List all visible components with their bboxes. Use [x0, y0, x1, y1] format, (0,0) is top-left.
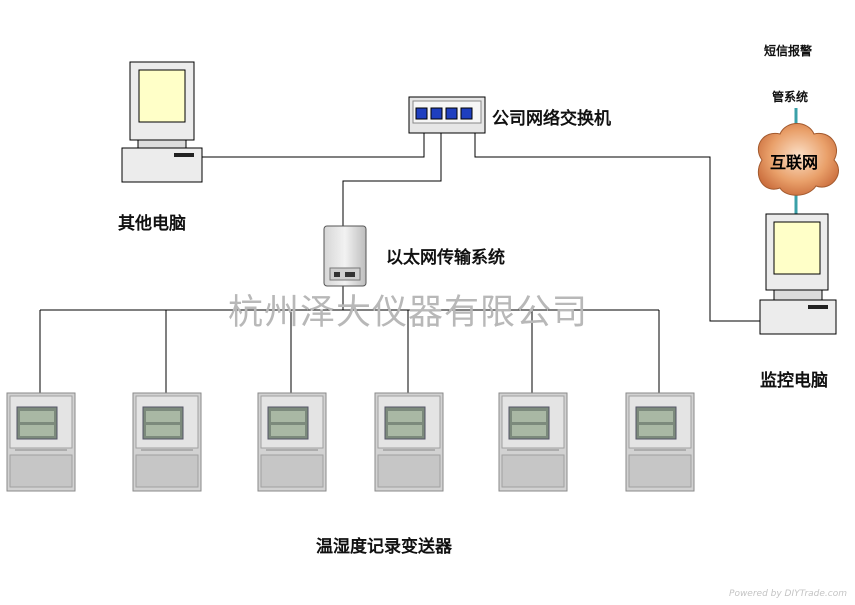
network-switch: [408, 96, 486, 134]
other-computer-label: 其他电脑: [118, 214, 186, 234]
recorder-label: 温湿度记录变送器: [316, 537, 452, 557]
connection-lines: [39, 108, 798, 393]
recorder-device: [132, 392, 202, 492]
ethernet-system-label: 以太网传输系统: [386, 248, 505, 268]
footer-credit: Powered by DIYTrade.com: [729, 589, 847, 599]
recorder-device: [257, 392, 327, 492]
line-switch-to-eth: [342, 133, 442, 226]
recorder-group: [6, 392, 695, 492]
internet-cloud: [757, 123, 839, 196]
sms-system-label-line2: 管系统: [772, 90, 809, 104]
recorder-device: [498, 392, 568, 492]
switch-label: 公司网络交换机: [492, 109, 611, 129]
other-computer: [121, 61, 203, 183]
monitor-computer: [759, 213, 837, 335]
ethernet-device: [323, 225, 367, 287]
internet-label: 互联网: [770, 153, 819, 172]
recorder-device: [625, 392, 695, 492]
sms-system-label-line1: 短信报警: [764, 44, 813, 58]
line-switch-to-monitor: [474, 133, 760, 322]
line-other-to-switch: [202, 133, 425, 158]
recorder-device: [6, 392, 76, 492]
recorder-device: [374, 392, 444, 492]
watermark: 杭州泽大仪器有限公司: [228, 293, 589, 333]
monitor-computer-label: 监控电脑: [760, 371, 828, 391]
